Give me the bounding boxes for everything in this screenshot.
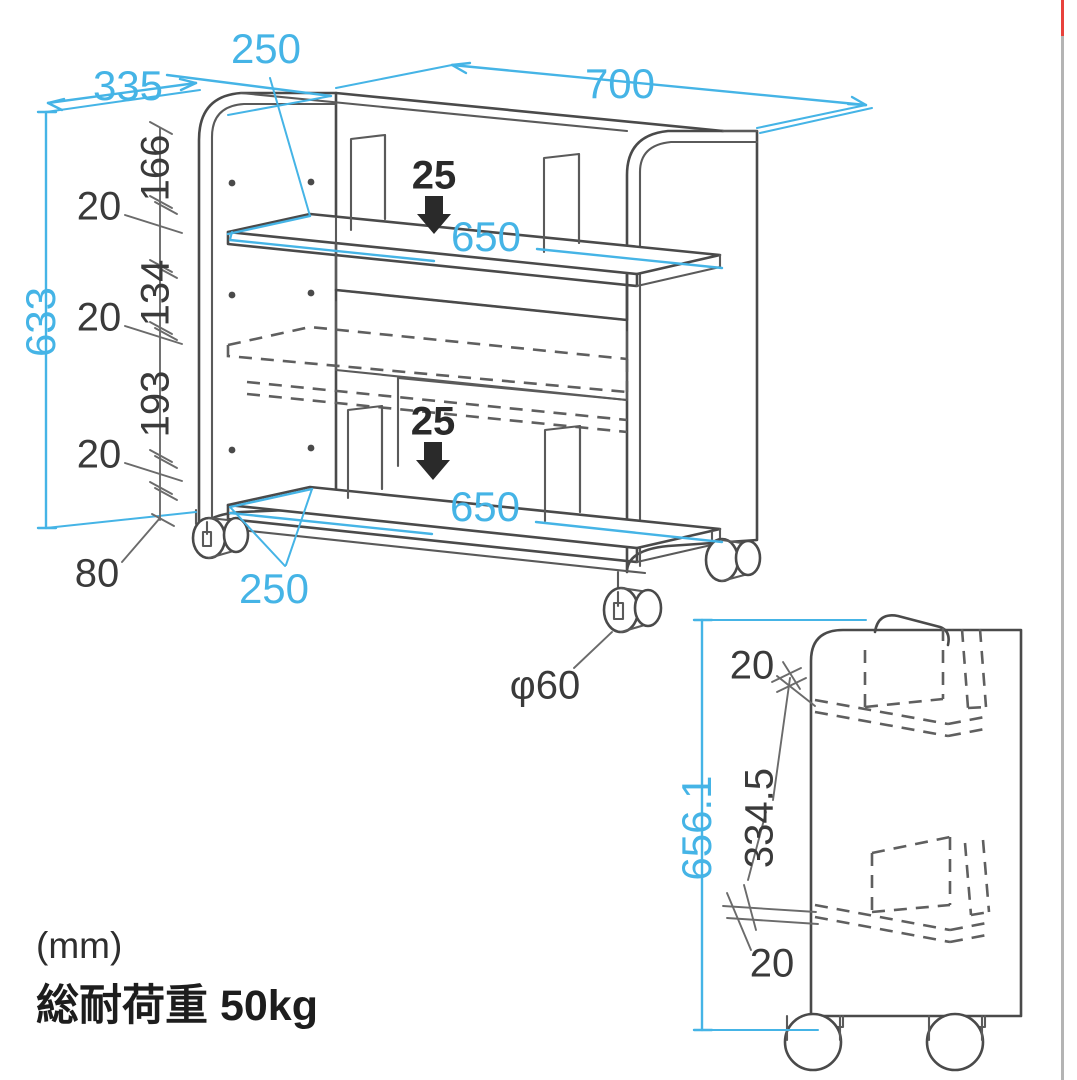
edge-strip-red-segment [1061,0,1064,36]
load-indicator-upper: 25 [412,154,457,234]
unit-note: (mm) [36,925,123,966]
dim-label-side-top-thickness: 20 [730,644,775,688]
dim-label-upper-shelf-width: 650 [451,213,521,260]
mid-vertical-board [396,376,629,468]
dim-label-lower-shelf-depth: 250 [239,565,309,612]
dim-lower-shelf-depth-250: 250 [228,487,314,612]
dim-label-caster-diameter: φ60 [510,664,580,708]
side-view-body [809,628,1023,1018]
dim-upper-shelf-width-650: 650 [228,213,724,270]
dim-label-clearance-193: 193 [134,371,178,438]
caster-back-right [704,530,762,583]
dim-upper-shelf-depth-250: 250 [226,25,312,236]
upper-shelf-dividers [349,133,581,254]
dim-label-side-shelf-gap: 334.5 [738,768,782,868]
page-edge-strip [1061,0,1064,1080]
dim-label-depth: 335 [93,62,163,109]
dim-depth-335: 335 [46,62,333,116]
load-label-upper: 25 [412,154,457,198]
dim-label-lower-shelf-width: 650 [450,483,520,530]
dim-label-side-total-height: 656.1 [673,775,720,880]
dim-label-width: 700 [585,60,655,107]
footer-notes: (mm) 総耐荷重 50kg [36,925,456,1030]
load-indicator-lower: 25 [411,400,456,480]
left-side-panel [197,91,338,539]
dim-total-height-633: 633 [17,89,201,530]
right-side-panel [625,129,759,574]
main-isometric-view: 633 335 700 [17,25,873,708]
load-label-lower: 25 [411,400,456,444]
dim-label-side-bottom-thickness: 20 [750,942,795,986]
total-load-capacity-note: 総耐荷重 50kg [36,981,318,1030]
side-view-lower-hidden-shelf [814,835,993,944]
dim-label-upper-shelf-depth: 250 [231,25,301,72]
dim-label-caster-height-80: 80 [75,552,120,596]
lower-shelf [226,485,722,575]
dim-caster-diameter: φ60 [510,631,613,708]
dim-lower-shelf-width-650: 650 [228,483,724,544]
dim-label-thickness-20-upper: 20 [77,185,122,229]
dim-label-total-height: 633 [17,287,64,357]
dim-stack-chain: 166 134 193 20 20 20 80 [75,121,183,596]
dim-width-700: 700 [335,60,873,134]
dim-label-thickness-20-lower: 20 [77,433,122,477]
top-front-rail [239,91,629,133]
side-view-handle [873,614,950,647]
caster-front-left [602,570,663,634]
top-back-rail [334,91,725,133]
side-view-casters [783,1012,987,1072]
dim-side-shelf-gap: 334.5 [738,677,791,881]
dim-side-bottom-thickness: 20 [722,884,819,986]
dim-label-clearance-166: 166 [134,135,178,202]
edge-strip-gray-segment [1061,36,1064,1080]
hidden-mid-shelf [226,325,629,434]
side-view-upper-hidden-shelf [814,628,991,738]
lower-shelf-dividers [346,404,582,523]
side-elevation-view: 656.1 20 334.5 20 [673,614,1023,1072]
dim-label-thickness-20-middle: 20 [77,296,122,340]
dim-side-top-thickness: 20 [730,644,816,707]
dim-side-total-height: 656.1 [673,618,867,1032]
dim-label-clearance-134: 134 [134,260,178,327]
